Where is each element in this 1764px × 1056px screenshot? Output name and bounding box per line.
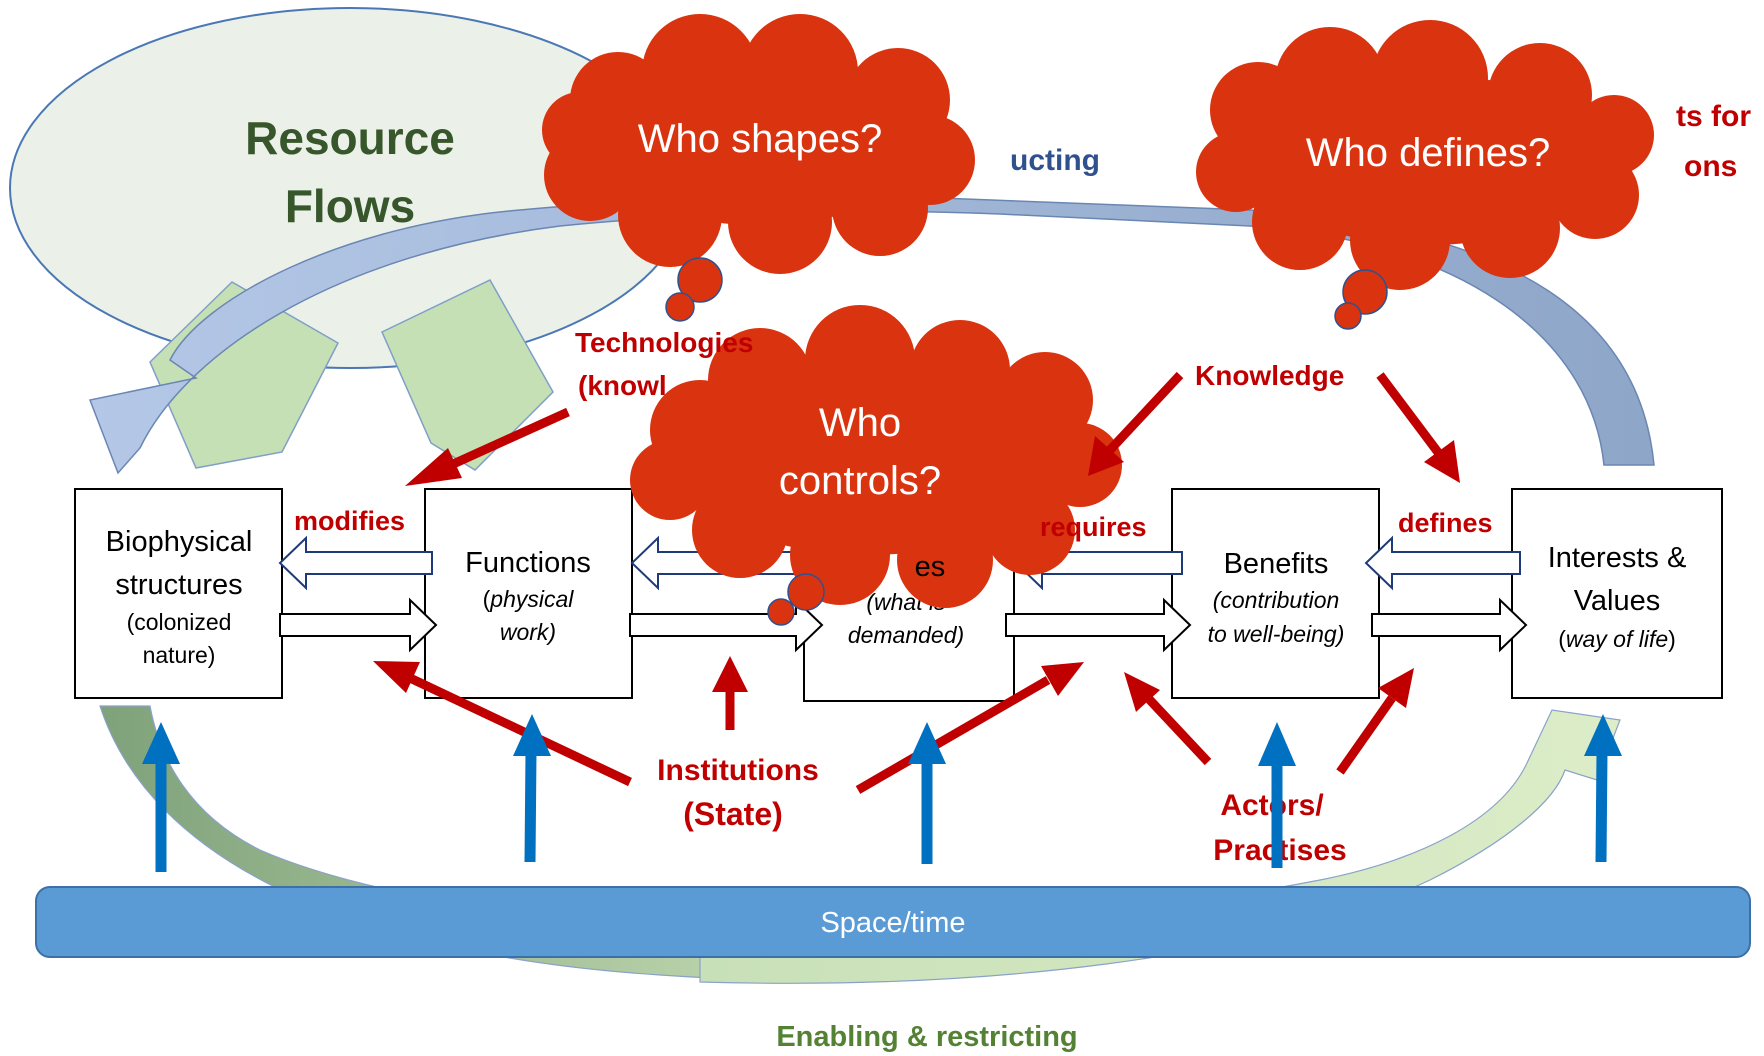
arrow-knowledge-left-head <box>1088 436 1124 476</box>
box-interests <box>1511 488 1723 699</box>
biophysical-line2: structures <box>115 569 242 601</box>
arrow-actors-services-head <box>1124 672 1160 712</box>
blue-arrow-benefits-head <box>1258 722 1296 766</box>
arrow-technologies <box>438 407 570 475</box>
arrow-fwd-functions-services <box>629 597 824 653</box>
blue-arrow-interests-head <box>1584 714 1622 756</box>
arrow-institutions-up-head <box>712 656 748 692</box>
benefits-sub1: (contribution <box>1213 587 1340 613</box>
interests-line1: Interests & <box>1548 542 1687 574</box>
blue-arrow-functions <box>524 751 537 863</box>
cloud-who-controls-line1: Who <box>819 401 901 445</box>
biophysical-line4: nature) <box>143 642 216 668</box>
interests-line2: Values <box>1574 585 1661 617</box>
benefits-sub2: to well-being) <box>1208 621 1345 647</box>
arrow-actors-services <box>1144 694 1212 766</box>
resource-flows-line2: Flows <box>285 180 415 232</box>
services-sub2: demanded) <box>848 622 964 648</box>
arrow-actors-benefits <box>1336 695 1396 775</box>
arrows-forward <box>279 597 1528 653</box>
right-label-line2: ons <box>1684 150 1737 183</box>
technologies-line2: (knowl <box>578 370 667 401</box>
arrow-fwd-benefits-interests <box>1371 597 1528 653</box>
cloud-who-defines-text: Who defines? <box>1306 131 1551 175</box>
functions-sub1: (physical <box>483 586 575 612</box>
arrow-fwd-services-benefits <box>1005 597 1192 653</box>
box-biophysical <box>74 488 283 699</box>
functions-title: Functions <box>465 547 591 579</box>
arrow-knowledge-left <box>1106 371 1184 454</box>
arrow-institutions-services-head <box>1041 662 1084 696</box>
interests-sub: (way of life) <box>1558 626 1676 652</box>
biophysical-line1: Biophysical <box>106 526 253 558</box>
right-label-line1: ts for <box>1676 100 1751 133</box>
services-title: es <box>915 551 946 583</box>
enabling-label: Enabling & restricting <box>776 1021 1077 1053</box>
arrow-institutions-services <box>855 676 1051 794</box>
knowledge-label: Knowledge <box>1195 360 1344 391</box>
modifies-label: modifies <box>294 506 405 536</box>
interests-sub-open: ( <box>1558 626 1566 652</box>
cloud-who-shapes <box>542 14 975 322</box>
spacetime-bar <box>35 886 1751 958</box>
blue-arrow-biophysical-head <box>142 722 180 764</box>
box-benefits <box>1171 488 1380 699</box>
blue-arrow-functions-head <box>513 714 551 756</box>
functions-sub1-open: ( <box>483 586 491 612</box>
resource-flows-line1: Resource <box>245 112 455 164</box>
cloud-who-defines <box>1196 20 1654 330</box>
arrow-knowledge-right <box>1376 372 1444 458</box>
blue-arrow-services-head <box>908 722 946 764</box>
arrow-technologies-head <box>405 448 462 486</box>
green-arrow-right <box>381 279 554 471</box>
spacetime-label: Space/time <box>820 907 965 939</box>
arrow-fwd-biophysical-functions <box>279 597 438 653</box>
blue-arrow-interests <box>1595 751 1608 863</box>
reconstructing-label: ucting <box>1010 144 1100 177</box>
institutions-line2: (State) <box>683 796 783 832</box>
arrow-back-interests-benefits <box>1364 535 1521 591</box>
arrow-knowledge-right-head <box>1424 440 1460 483</box>
interests-sub-italic: way of life <box>1566 626 1668 652</box>
institutions-line1: Institutions <box>657 754 819 787</box>
biophysical-line3: (colonized <box>127 609 232 635</box>
arrow-institutions-functions-head <box>373 661 420 693</box>
box-functions <box>424 488 633 699</box>
resource-flow-arc <box>88 196 1655 475</box>
arrow-actors-benefits-head <box>1378 668 1414 708</box>
arrow-institutions-functions <box>408 673 632 787</box>
functions-sub1-italic: physical <box>489 586 574 612</box>
technologies-line1: Technologies <box>575 327 753 358</box>
defines-label: defines <box>1398 508 1493 538</box>
functions-sub2: work) <box>500 619 556 645</box>
benefits-title: Benefits <box>1224 548 1329 580</box>
cloud-who-shapes-text: Who shapes? <box>638 117 883 161</box>
cloud-who-controls-line2: controls? <box>779 459 941 503</box>
red-arrows <box>373 371 1460 794</box>
cloud-who-controls <box>630 305 1122 626</box>
requires-label: requires <box>1040 512 1147 542</box>
blue-arrows <box>142 714 1622 872</box>
interests-sub-close: ) <box>1668 626 1676 652</box>
arrow-back-functions-biophysical <box>278 535 433 591</box>
